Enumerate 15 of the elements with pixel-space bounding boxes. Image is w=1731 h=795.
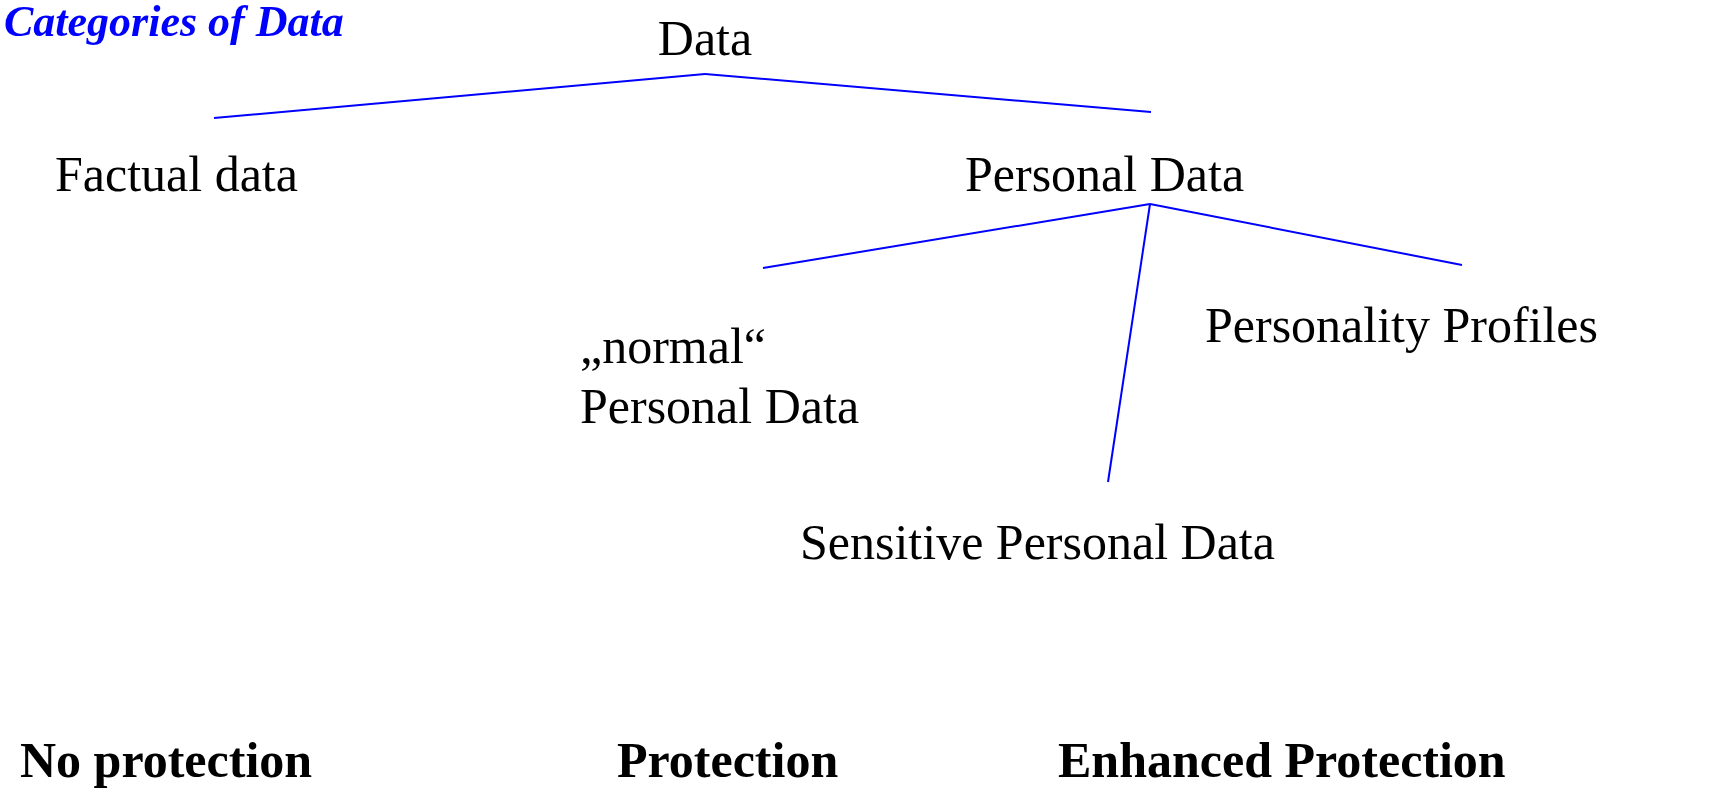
node-label: Personal Data <box>965 145 1245 204</box>
connector-line <box>762 203 1151 269</box>
node-label: Factual data <box>55 145 298 204</box>
protection-level-label: No protection <box>20 731 313 790</box>
connector-line <box>704 73 1152 113</box>
connector-line <box>1149 203 1463 266</box>
node-label: Personality Profiles <box>1205 296 1599 355</box>
protection-level-label: Enhanced Protection <box>1058 731 1506 790</box>
node-label: Sensitive Personal Data <box>800 513 1275 572</box>
title: Categories of Data <box>4 0 344 47</box>
node-label: „normal“ Personal Data <box>580 317 861 436</box>
node-label: Data <box>657 9 753 68</box>
protection-level-label: Protection <box>617 731 839 790</box>
connector-line <box>1107 203 1151 483</box>
connector-line <box>213 73 706 119</box>
